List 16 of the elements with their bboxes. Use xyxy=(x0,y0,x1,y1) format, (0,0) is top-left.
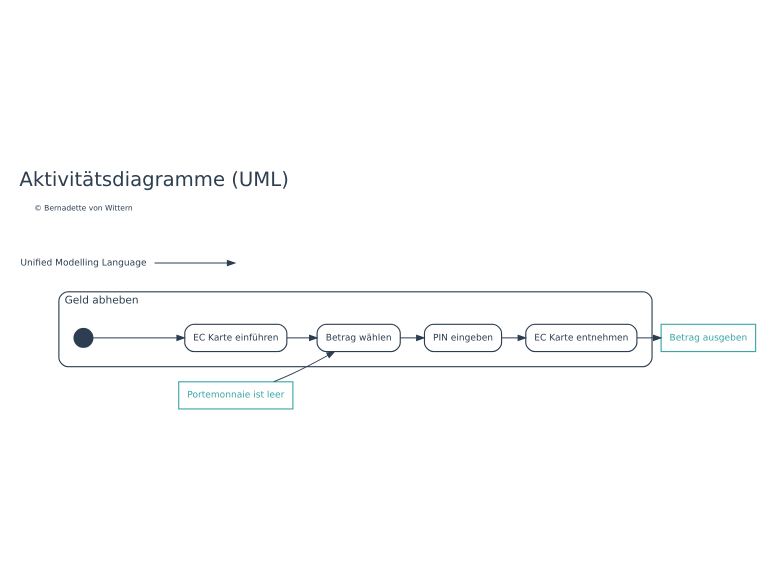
label: © Bernadette von Wittern xyxy=(34,204,133,212)
arrow xyxy=(501,334,528,342)
arrow xyxy=(286,334,319,342)
node-box: Portemonnaie ist leer xyxy=(178,381,294,410)
diagram-title: Aktivitätsdiagramme (UML) xyxy=(19,168,289,191)
arrow xyxy=(636,334,663,342)
arrow xyxy=(400,334,426,342)
node-box: EC Karte einführen xyxy=(184,324,288,352)
arrow xyxy=(154,260,236,266)
node-circle xyxy=(73,328,94,348)
node-text: Unified Modelling Language xyxy=(20,258,147,268)
node-box: Betrag ausgeben xyxy=(660,324,756,352)
node-box: Betrag wählen xyxy=(316,324,401,352)
node-box: PIN eingeben xyxy=(424,324,502,352)
arrow xyxy=(92,334,186,342)
node-box: EC Karte entnehmen xyxy=(525,324,638,352)
